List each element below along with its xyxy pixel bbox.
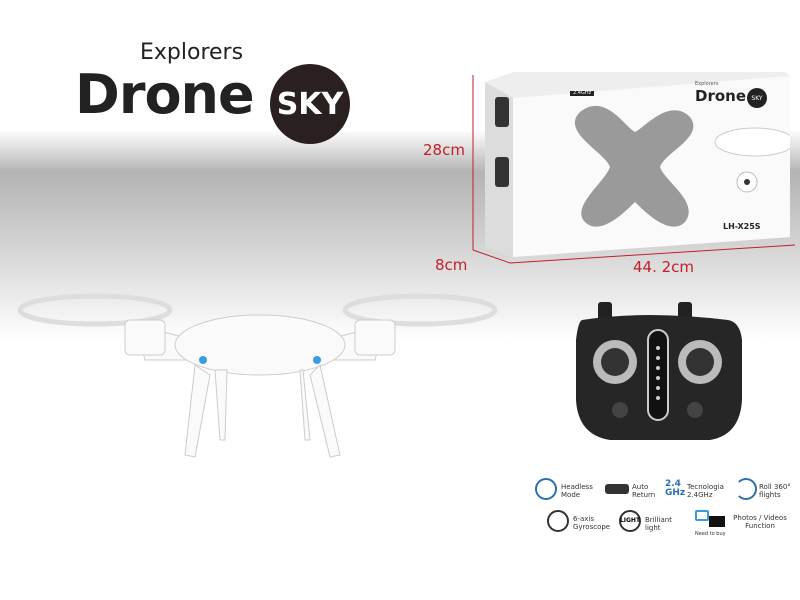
features-panel: Headless Mode Auto Return 2.4 GHz Tecnol… [535, 478, 795, 558]
box-shape [485, 72, 796, 257]
box-freq-badge: 2.4GHz [570, 91, 595, 96]
drone-return-icon [605, 484, 629, 494]
video-camera-icon [709, 516, 725, 527]
feature-label: Photos / Videos Function [733, 514, 787, 530]
compass-icon [535, 478, 557, 500]
logo-sky-badge: SKY [270, 64, 350, 144]
ghz-icon: 2.4 GHz [665, 479, 686, 498]
remote-controller [576, 302, 742, 440]
feature-label: Brilliant light [645, 516, 672, 532]
logo-drone: Drone [75, 63, 255, 126]
feature-label: Headless Mode [561, 483, 593, 499]
dimension-height: 28cm [423, 141, 465, 159]
box-logo-explorers: Explorers [695, 81, 719, 87]
flip-icon [735, 478, 757, 500]
drone-image [17, 293, 498, 458]
feature-label: Roll 360° flights [759, 483, 791, 499]
box-model: LH-X25S [723, 222, 761, 231]
dimension-depth: 8cm [435, 256, 468, 274]
product-box: Explorers Drone SKY 2.4GHz LH-X25S [485, 72, 796, 257]
feature-note: Need to buy [695, 531, 726, 537]
light-icon: LIGHT [619, 510, 641, 532]
box-logo-drone: Drone [695, 87, 747, 105]
camera-icon [695, 510, 709, 521]
feature-label: 6-axis Gyroscope [573, 515, 611, 531]
feature-label: Tecnologia 2.4GHz [687, 483, 724, 499]
feature-label: Auto Return [632, 483, 656, 499]
box-logo-sky: SKY [747, 88, 767, 108]
dimension-width: 44. 2cm [633, 258, 695, 276]
gyroscope-icon [547, 510, 569, 532]
dimension-lines [472, 75, 796, 264]
logo-explorers: Explorers [140, 40, 244, 65]
